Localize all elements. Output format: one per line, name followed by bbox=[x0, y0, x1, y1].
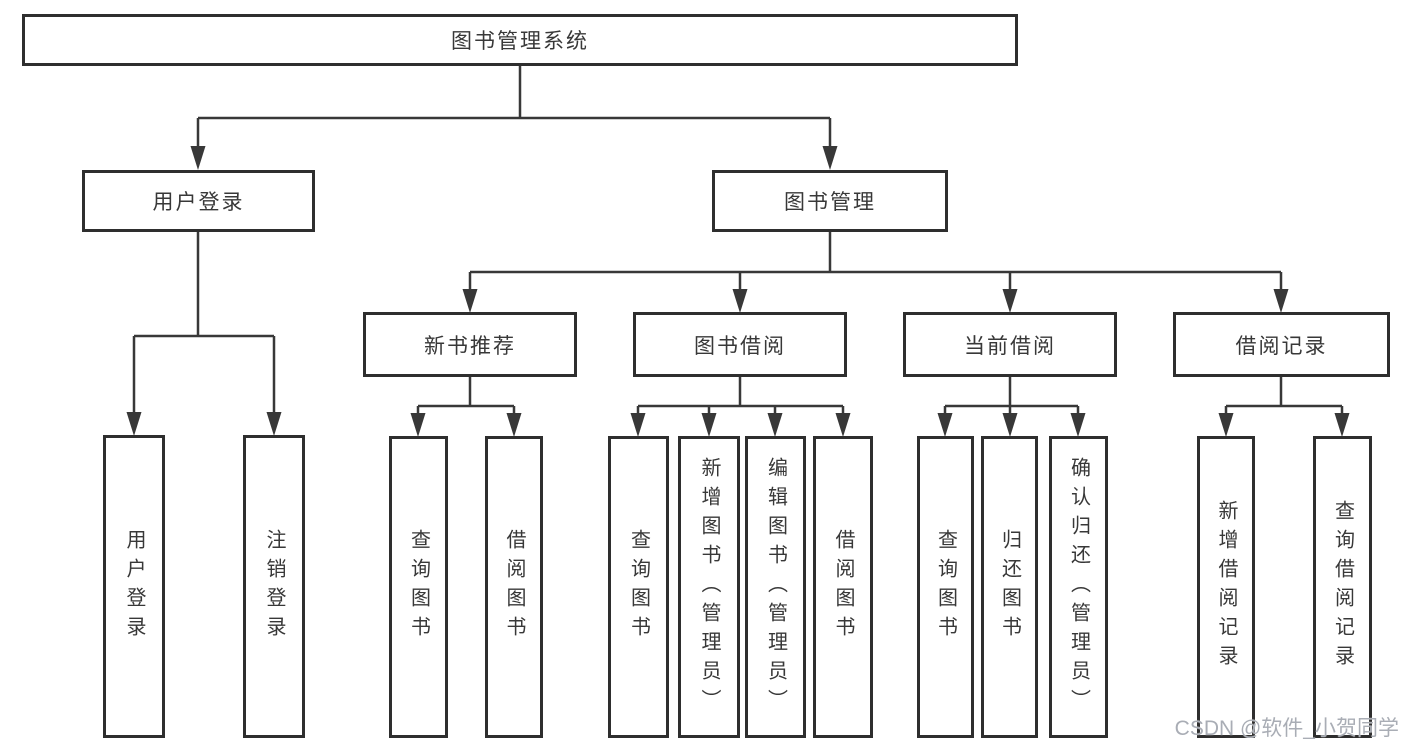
leaf-borrow-book-recommend-label: 借阅图书 bbox=[503, 529, 525, 645]
leaf-add-book-admin: 新增图书（管理员） bbox=[678, 436, 740, 738]
node-borrowing-records: 借阅记录 bbox=[1173, 312, 1390, 377]
node-current-borrowing-label: 当前借阅 bbox=[964, 334, 1056, 358]
leaf-user-login: 用户登录 bbox=[103, 435, 165, 738]
leaf-logout: 注销登录 bbox=[243, 435, 305, 738]
leaf-return-book-label: 归还图书 bbox=[998, 529, 1021, 645]
leaf-confirm-return-admin: 确认归还（管理员） bbox=[1049, 436, 1108, 738]
leaf-borrow-book: 借阅图书 bbox=[813, 436, 873, 738]
leaf-borrow-book-label: 借阅图书 bbox=[832, 529, 854, 645]
leaf-query-book-borrow-label: 查询图书 bbox=[627, 529, 650, 645]
leaf-add-borrow-record-label: 新增借阅记录 bbox=[1215, 500, 1237, 674]
leaf-query-book-current: 查询图书 bbox=[917, 436, 974, 738]
node-borrowing-records-label: 借阅记录 bbox=[1235, 334, 1328, 358]
leaf-query-borrow-record-label: 查询借阅记录 bbox=[1331, 500, 1354, 674]
node-current-borrowing: 当前借阅 bbox=[903, 312, 1117, 377]
leaf-return-book: 归还图书 bbox=[981, 436, 1038, 738]
leaf-user-login-label: 用户登录 bbox=[123, 528, 145, 645]
leaf-query-book-recommend: 查询图书 bbox=[389, 436, 448, 738]
node-book-borrowing: 图书借阅 bbox=[633, 312, 847, 377]
leaf-edit-book-admin-label: 编辑图书（管理员） bbox=[764, 456, 787, 718]
node-book-management: 图书管理 bbox=[712, 170, 948, 232]
leaf-query-book-borrow: 查询图书 bbox=[608, 436, 669, 738]
leaf-confirm-return-admin-label: 确认归还（管理员） bbox=[1067, 456, 1090, 718]
node-new-book-recommend-label: 新书推荐 bbox=[424, 334, 516, 358]
leaf-query-borrow-record: 查询借阅记录 bbox=[1313, 436, 1372, 738]
leaf-logout-label: 注销登录 bbox=[263, 528, 285, 645]
leaf-add-borrow-record: 新增借阅记录 bbox=[1197, 436, 1255, 738]
leaf-add-book-admin-label: 新增图书（管理员） bbox=[698, 456, 720, 718]
node-book-borrowing-label: 图书借阅 bbox=[694, 334, 786, 358]
leaf-query-book-recommend-label: 查询图书 bbox=[407, 529, 430, 645]
node-user-login: 用户登录 bbox=[82, 170, 315, 232]
leaf-edit-book-admin: 编辑图书（管理员） bbox=[745, 436, 806, 738]
leaf-query-book-current-label: 查询图书 bbox=[934, 529, 957, 645]
node-root: 图书管理系统 bbox=[22, 14, 1018, 66]
leaf-borrow-book-recommend: 借阅图书 bbox=[485, 436, 543, 738]
node-new-book-recommend: 新书推荐 bbox=[363, 312, 577, 377]
node-root-label: 图书管理系统 bbox=[451, 30, 589, 53]
watermark: CSDN @软件_小贺同学 bbox=[1174, 717, 1399, 740]
node-book-management-label: 图书管理 bbox=[784, 191, 876, 214]
node-user-login-label: 用户登录 bbox=[152, 191, 245, 214]
